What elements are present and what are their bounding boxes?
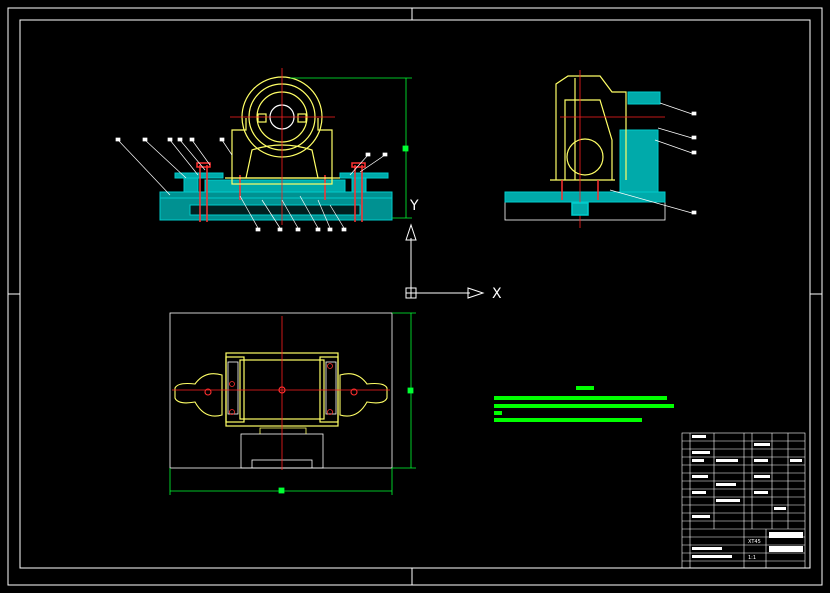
side-housing (550, 75, 627, 181)
ucs-icon (405, 223, 485, 299)
title-block (681, 432, 806, 569)
front-leaders (115, 137, 388, 232)
front-bolts (196, 162, 366, 222)
title-block-material: XT45 (748, 539, 761, 545)
base-plate (159, 191, 393, 221)
drawing-frame (7, 7, 823, 586)
ucs-y-label: Y (409, 198, 419, 214)
side-locator (627, 91, 661, 105)
front-centerlines (230, 68, 335, 225)
top-centerlines (172, 316, 390, 470)
title-block-scale: 1:1 (748, 555, 756, 561)
right-clamp (339, 172, 389, 193)
side-bolts (561, 180, 599, 216)
left-clamp (174, 172, 224, 193)
technical-notes (494, 386, 674, 422)
bearing-housing (225, 76, 340, 185)
side-centerlines (560, 70, 665, 228)
side-base-section (504, 191, 666, 203)
side-view[interactable] (504, 70, 697, 228)
support-plate (204, 179, 346, 193)
top-view[interactable] (169, 312, 416, 495)
top-clamp-arms (174, 373, 388, 417)
title-block-fill (692, 435, 803, 558)
ucs-x-label: X (492, 286, 502, 302)
side-leaders (609, 102, 697, 215)
front-height-dimension (290, 77, 412, 219)
front-view[interactable] (115, 68, 412, 232)
top-base-outline (169, 312, 393, 469)
top-locators (227, 361, 337, 415)
top-dimensions (169, 312, 416, 495)
